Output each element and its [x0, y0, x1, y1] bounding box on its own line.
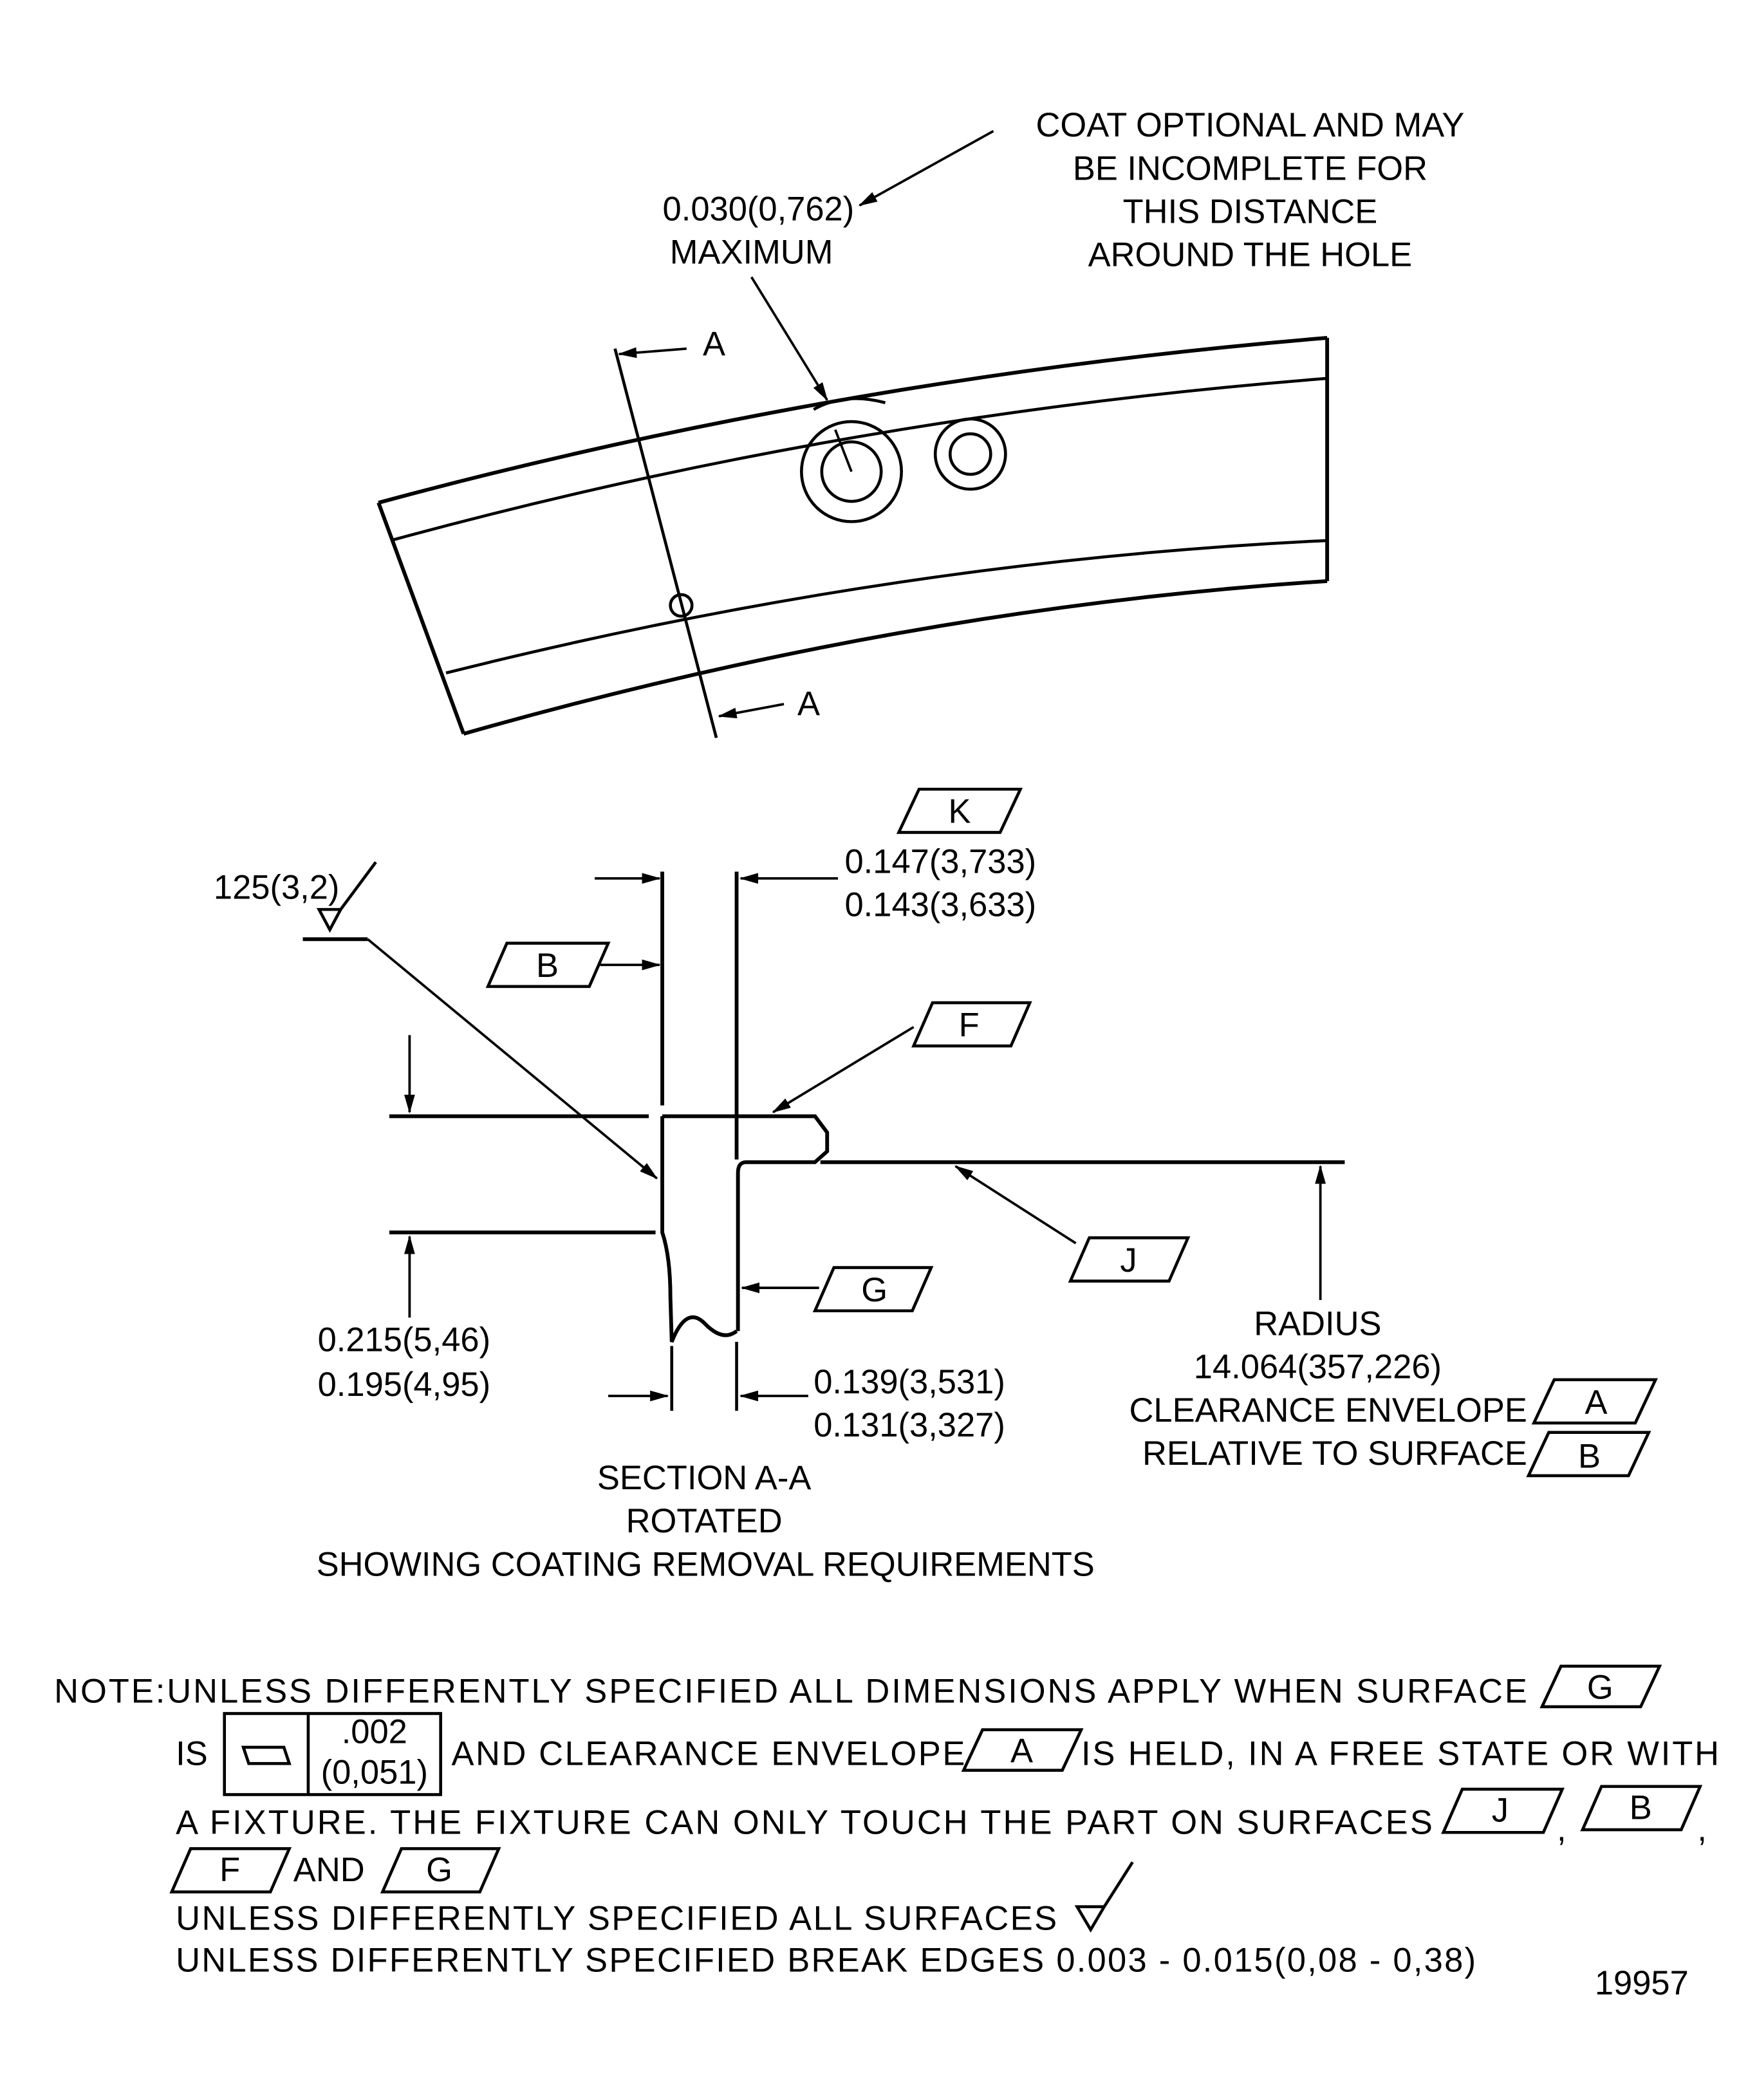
datum-k: K: [896, 787, 1023, 834]
radius-value: 14.064(357,226): [1194, 1348, 1442, 1386]
small-hole: [933, 417, 1007, 491]
note-datum-f: F: [169, 1847, 292, 1893]
datum-a-radius: A: [1531, 1378, 1658, 1425]
note-line-3: A FIXTURE. THE FIXTURE CAN ONLY TOUCH TH…: [176, 1803, 1433, 1841]
note-datum-a: A: [961, 1728, 1084, 1772]
thickness-bottom-max: 0.139(3,531): [813, 1363, 1005, 1401]
height-min: 0.195(4,95): [318, 1366, 490, 1404]
datum-j-label: J: [1120, 1241, 1137, 1279]
section-mark-bottom: A: [797, 685, 820, 723]
surface-finish-symbol-icon: [1074, 1861, 1134, 1933]
notes: NOTE:UNLESS DIFFERENTLY SPECIFIED ALL DI…: [54, 1664, 1719, 2002]
radius-label: RADIUS: [1254, 1305, 1381, 1343]
section-profile: [389, 871, 1345, 1343]
note-datum-b-label: B: [1630, 1789, 1652, 1826]
thickness-top-max: 0.147(3,733): [845, 842, 1037, 880]
datum-k-label: K: [948, 793, 971, 831]
surface-finish-leader: [367, 938, 658, 1180]
coat-note-line: COAT OPTIONAL AND MAY: [1036, 106, 1464, 144]
flatness-value: .002: [342, 1713, 407, 1751]
note-line-1: NOTE:UNLESS DIFFERENTLY SPECIFIED ALL DI…: [54, 1673, 1527, 1711]
coat-distance-qualifier: MAXIMUM: [670, 233, 833, 271]
flatness-icon: [241, 1745, 292, 1765]
datum-b-radius: B: [1526, 1431, 1651, 1478]
section-caption-rotated: ROTATED: [626, 1502, 783, 1540]
thickness-bottom-min: 0.131(3,327): [813, 1406, 1005, 1444]
datum-g-label: G: [861, 1271, 888, 1309]
note-datum-g-label: G: [426, 1851, 452, 1889]
note-datum-g: G: [1539, 1664, 1662, 1709]
curved-ring-segment: [376, 336, 1330, 736]
flatness-control-frame: .002 (0,051): [223, 1712, 442, 1796]
surface-finish-symbol-icon: [316, 861, 377, 933]
coat-distance: 0.030(0,762): [663, 190, 855, 228]
note-line-2-mid: AND CLEARANCE ENVELOPE: [451, 1734, 965, 1772]
flatness-metric: (0,051): [321, 1754, 428, 1792]
note-datum-g-label: G: [1587, 1668, 1613, 1706]
datum-a-label: A: [1585, 1383, 1607, 1421]
top-view: COAT OPTIONAL AND MAY BE INCOMPLETE FOR …: [376, 106, 1464, 739]
section-line-a-a: A A: [613, 325, 820, 739]
datum-j: J: [1068, 1236, 1191, 1283]
note-line-2-is: IS: [176, 1734, 208, 1772]
note-line-6: UNLESS DIFFERENTLY SPECIFIED BREAK EDGES…: [176, 1942, 1476, 1980]
comma: ,: [1557, 1810, 1566, 1848]
distance-leader: [750, 276, 828, 402]
comma: ,: [1697, 1810, 1707, 1848]
section-caption-description: SHOWING COATING REMOVAL REQUIREMENTS: [317, 1545, 1095, 1583]
coat-note-leader: [858, 130, 994, 207]
datum-f: F: [911, 1001, 1032, 1048]
figure-number: 19957: [1595, 1964, 1689, 2002]
section-view: K 0.147(3,733) 0.143(3,633) 125(3,2) B F: [214, 787, 1658, 1583]
note-datum-j: J: [1441, 1787, 1565, 1834]
note-line-4-and: AND: [293, 1851, 365, 1889]
note-datum-b: B: [1580, 1785, 1703, 1832]
note-datum-g-2: G: [380, 1847, 501, 1893]
datum-g: G: [812, 1266, 934, 1313]
coat-note-line: BE INCOMPLETE FOR: [1073, 149, 1427, 187]
datum-b-label: B: [1578, 1437, 1601, 1475]
surface-finish-value: 125(3,2): [214, 868, 339, 906]
note-line-5: UNLESS DIFFERENTLY SPECIFIED ALL SURFACE…: [176, 1899, 1057, 1937]
note-datum-a-label: A: [1010, 1732, 1033, 1770]
coat-note-line: THIS DISTANCE: [1123, 192, 1378, 230]
datum-b: B: [485, 942, 611, 989]
coating-hole: [800, 397, 904, 523]
hole-radius-arrow: [834, 429, 853, 472]
datum-b-label: B: [536, 947, 559, 985]
note-line-2-end: IS HELD, IN A FREE STATE OR WITH: [1081, 1734, 1719, 1772]
radius-relative-surface: RELATIVE TO SURFACE: [1142, 1435, 1527, 1473]
thickness-top-min: 0.143(3,633): [845, 886, 1037, 924]
coat-note-line: AROUND THE HOLE: [1088, 236, 1413, 274]
note-datum-j-label: J: [1492, 1791, 1509, 1829]
height-max: 0.215(5,46): [318, 1321, 490, 1359]
section-mark-top: A: [703, 325, 725, 363]
radius-clearance-envelope: CLEARANCE ENVELOPE: [1130, 1391, 1527, 1429]
note-datum-f-label: F: [219, 1851, 240, 1889]
coat-note: COAT OPTIONAL AND MAY BE INCOMPLETE FOR …: [1036, 106, 1464, 274]
section-caption-title: SECTION A-A: [597, 1459, 811, 1497]
datum-f-label: F: [959, 1007, 980, 1045]
